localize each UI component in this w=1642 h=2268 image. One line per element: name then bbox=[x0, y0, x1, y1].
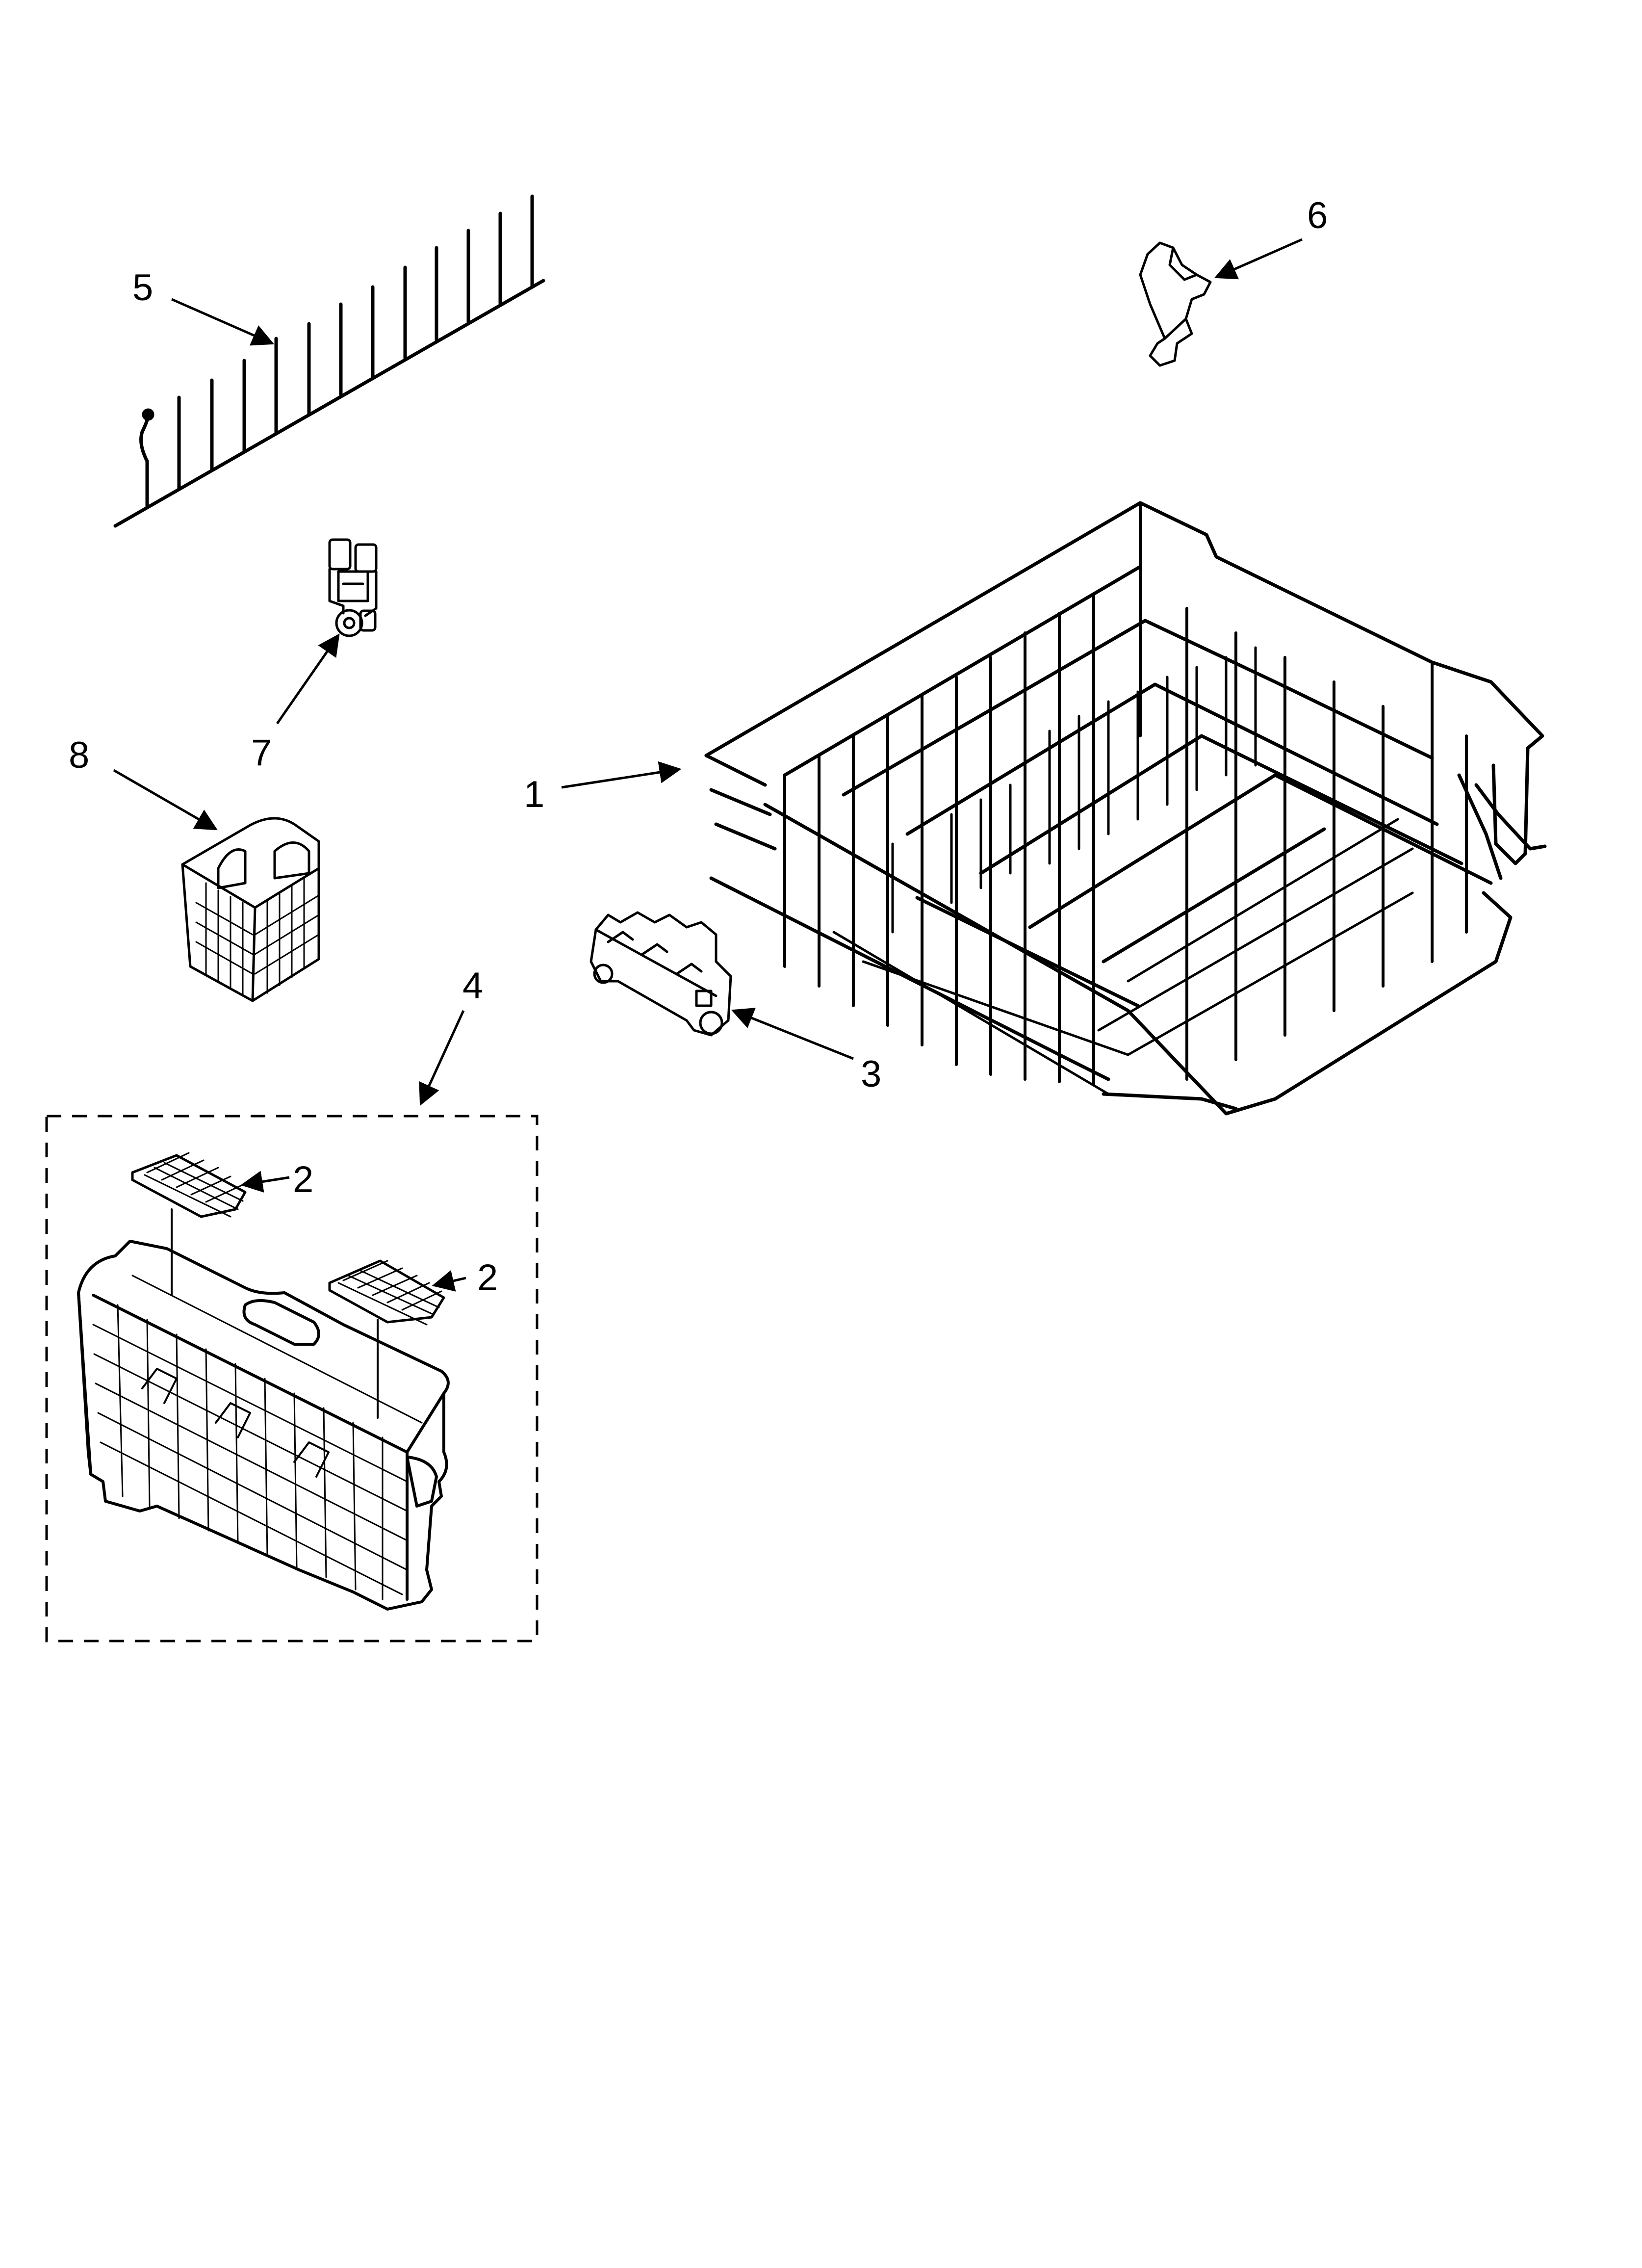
leader-5 bbox=[171, 298, 275, 346]
callout-3: 3 bbox=[861, 1053, 881, 1095]
basket-cover-icon bbox=[328, 1259, 445, 1326]
basket-cover-icon bbox=[131, 1152, 247, 1218]
leader-lines bbox=[113, 238, 1303, 1292]
small-basket-icon bbox=[181, 817, 320, 1002]
callout-4: 4 bbox=[462, 965, 483, 1007]
assembly-group-box bbox=[45, 1115, 539, 1642]
wheel-bracket-icon bbox=[590, 911, 732, 1037]
roller-icon bbox=[328, 538, 378, 637]
dishrack-icon bbox=[704, 501, 1547, 1116]
leader-8 bbox=[113, 769, 218, 831]
leader-2a bbox=[240, 1171, 290, 1193]
leader-1 bbox=[561, 761, 682, 789]
callout-2a: 2 bbox=[293, 1159, 313, 1200]
leader-4 bbox=[419, 1010, 465, 1106]
leader-7 bbox=[276, 633, 340, 725]
leader-6 bbox=[1214, 238, 1303, 280]
tine-row-icon bbox=[113, 194, 545, 528]
leader-3 bbox=[731, 1008, 854, 1060]
callout-7: 7 bbox=[251, 732, 272, 774]
callout-labels: 1 2 2 3 4 5 6 7 8 bbox=[69, 195, 1328, 1299]
callout-6: 6 bbox=[1307, 195, 1328, 236]
clip-icon bbox=[1139, 241, 1212, 367]
leader-2b bbox=[432, 1270, 466, 1292]
silverware-basket-icon bbox=[77, 1240, 450, 1611]
callout-2b: 2 bbox=[477, 1257, 498, 1299]
callout-5: 5 bbox=[132, 267, 153, 309]
callout-1: 1 bbox=[524, 774, 544, 815]
callout-8: 8 bbox=[69, 734, 89, 776]
